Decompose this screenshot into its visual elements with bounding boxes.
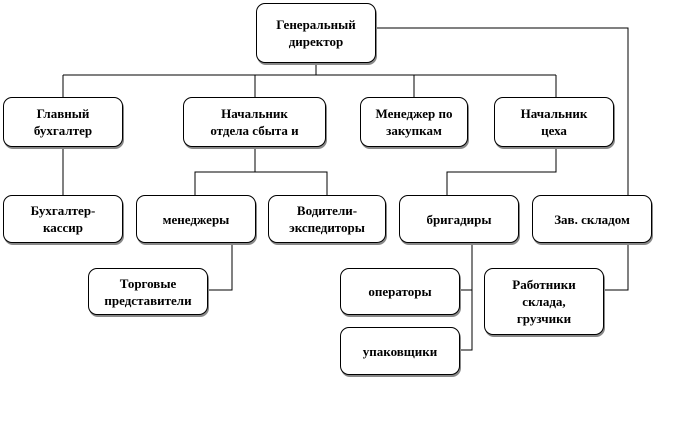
connector-warehouse-workers [604,243,629,291]
node-purchase-manager: Менеджер по закупкам [360,97,468,147]
node-label: Зав. складом [554,211,630,227]
node-label: операторы [368,284,432,299]
connector-foremen-workers [460,243,473,351]
connector-director-warehouse [376,27,629,200]
node-label: бригадиры [426,211,492,227]
node-label: Работники склада, грузчики [512,277,576,326]
node-label: менеджеры [162,211,230,227]
connector-shop-foremen [446,147,557,195]
node-packers: упаковщики [340,327,460,375]
node-label: Главный бухгалтер [33,106,93,138]
node-label: Бухгалтер- кассир [30,203,96,235]
connector-managers-reps [208,243,233,291]
node-sales-head: Начальник отдела сбыта и [183,97,326,147]
node-sales-reps: Торговые представители [88,268,208,315]
node-label: упаковщики [362,343,438,359]
node-label: Начальник отдела сбыта и [210,106,299,138]
node-managers: менеджеры [136,195,256,243]
node-warehouse-head: Зав. складом [532,195,652,243]
node-cashier: Бухгалтер- кассир [3,195,123,243]
node-chief-accountant: Главный бухгалтер [3,97,123,147]
node-label: Водители- экспедиторы [289,203,365,235]
node-label: Менеджер по закупкам [375,106,453,138]
node-general-director: Генеральный директор [256,3,376,63]
connector-sales-drivers [255,171,328,195]
node-operators: операторы [340,268,460,315]
node-label: Начальник цеха [520,106,588,138]
node-warehouse-workers: Работники склада, грузчики [484,268,604,335]
node-drivers: Водители- экспедиторы [268,195,386,243]
node-label: Торговые представители [104,275,192,308]
node-foremen: бригадиры [399,195,519,243]
node-shop-head: Начальник цеха [494,97,614,147]
node-label: Генеральный директор [276,17,356,49]
connector-sales-split [194,147,256,195]
